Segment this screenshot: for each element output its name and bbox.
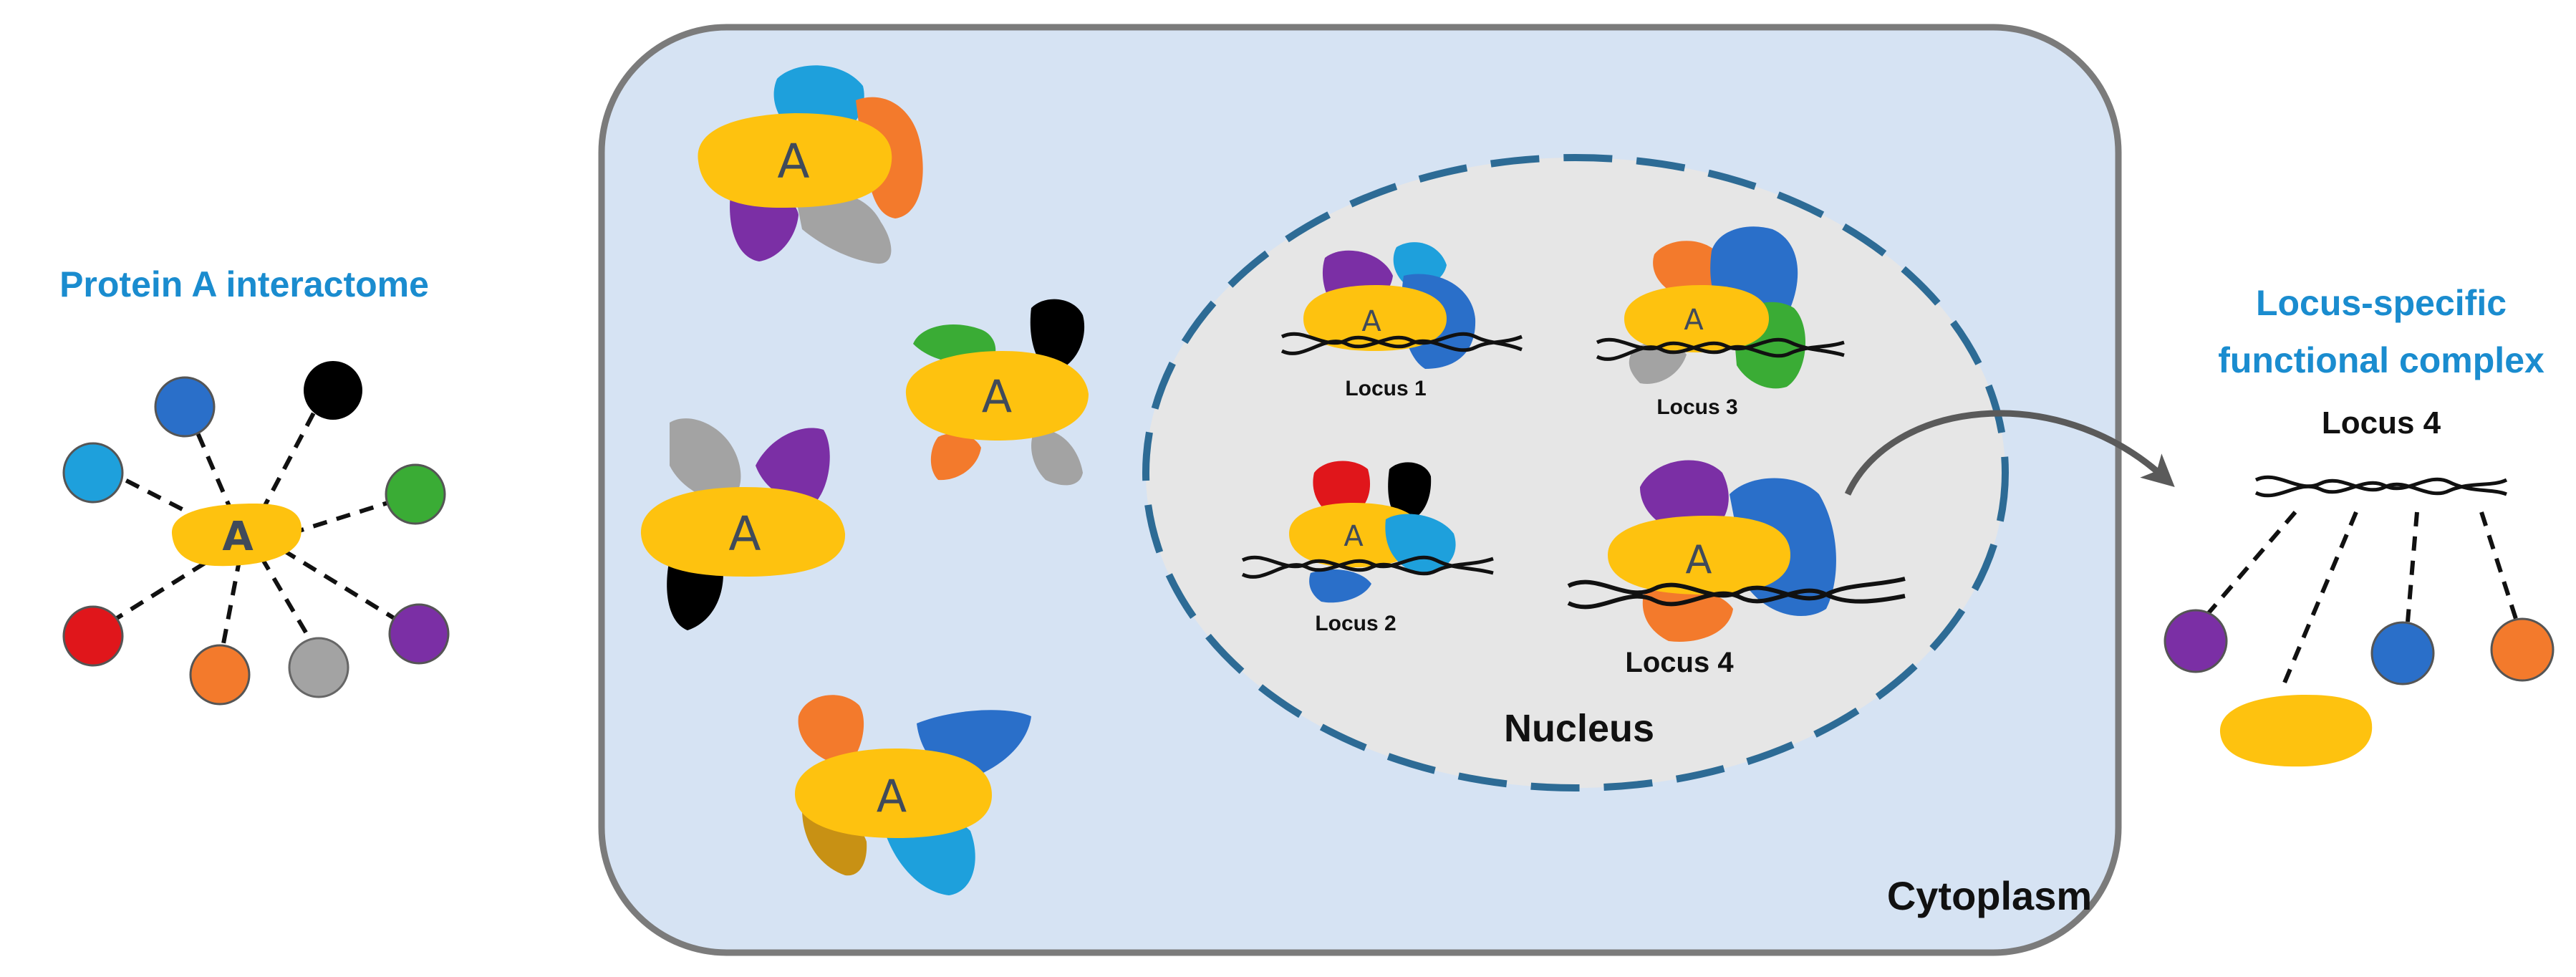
protein-a-label: A [777, 134, 809, 189]
protein-a-label: A [1361, 305, 1381, 338]
partner-orange [189, 644, 251, 706]
nucleus-label: Nucleus [1504, 707, 1654, 750]
partner-purple [388, 603, 450, 665]
protein-a-label: A [728, 506, 761, 562]
hub-protein-label: A [222, 514, 254, 560]
component-orange [2490, 617, 2555, 682]
cytoplasm-complex-1: A [698, 65, 923, 264]
protein-a-label: A [1344, 520, 1364, 553]
cytoplasm-complex-4: A [794, 695, 1031, 895]
dna-strand [1280, 332, 1523, 355]
partner-green [385, 463, 446, 525]
partner-blue [154, 376, 216, 438]
cell: A A A A Cytoplasm [598, 24, 2122, 956]
locus-4-complex: A Locus 4 [1567, 460, 1906, 678]
component-protein-a [2219, 695, 2373, 767]
nucleus: A Locus 1 A Locus 3 [1142, 154, 2009, 791]
protein-a-label: A [877, 770, 907, 822]
component-purple [2163, 609, 2228, 673]
locus-2-complex: A Locus 2 [1241, 461, 1494, 635]
functional-complex-title-line2: functional complex [2218, 340, 2544, 380]
locus-1-label: Locus 1 [1345, 377, 1426, 400]
dna-strand [1241, 555, 1494, 579]
cytoplasm-label: Cytoplasm [1887, 873, 2092, 918]
nuclear-envelope [1142, 154, 2009, 791]
arrow-to-functional-complex [1844, 410, 2175, 496]
functional-complex-locus-label: Locus 4 [2322, 405, 2441, 441]
interactome-panel: Protein A interactome A [59, 264, 450, 706]
tether-lines [2196, 511, 2519, 693]
protein-a-label: A [1686, 537, 1712, 582]
interactome-title: Protein A interactome [59, 264, 429, 304]
partner-gray [288, 637, 349, 698]
partner-light-blue [62, 442, 124, 504]
cytoplasm-complex-2: A [905, 299, 1089, 486]
locus-3-complex: A Locus 3 [1596, 226, 1845, 419]
functional-complex-panel: Locus-specific functional complex Locus … [2163, 283, 2555, 767]
dna-strand [1567, 577, 1906, 610]
cytoplasm-complex-3: A [640, 418, 846, 630]
component-blue [2370, 621, 2435, 685]
hub-protein-a [171, 504, 302, 567]
dna-strand [2254, 475, 2508, 498]
dna-strand [1596, 337, 1845, 361]
partner-red [62, 605, 124, 667]
functional-complex-title-line1: Locus-specific [2256, 283, 2507, 323]
partner-black [304, 361, 362, 420]
locus-4-label: Locus 4 [1625, 647, 1734, 678]
locus-3-label: Locus 3 [1656, 395, 1737, 419]
protein-a-label: A [982, 370, 1012, 423]
locus-1-complex: A Locus 1 [1280, 242, 1523, 400]
protein-a-label: A [1684, 304, 1704, 337]
locus-2-label: Locus 2 [1315, 612, 1396, 635]
